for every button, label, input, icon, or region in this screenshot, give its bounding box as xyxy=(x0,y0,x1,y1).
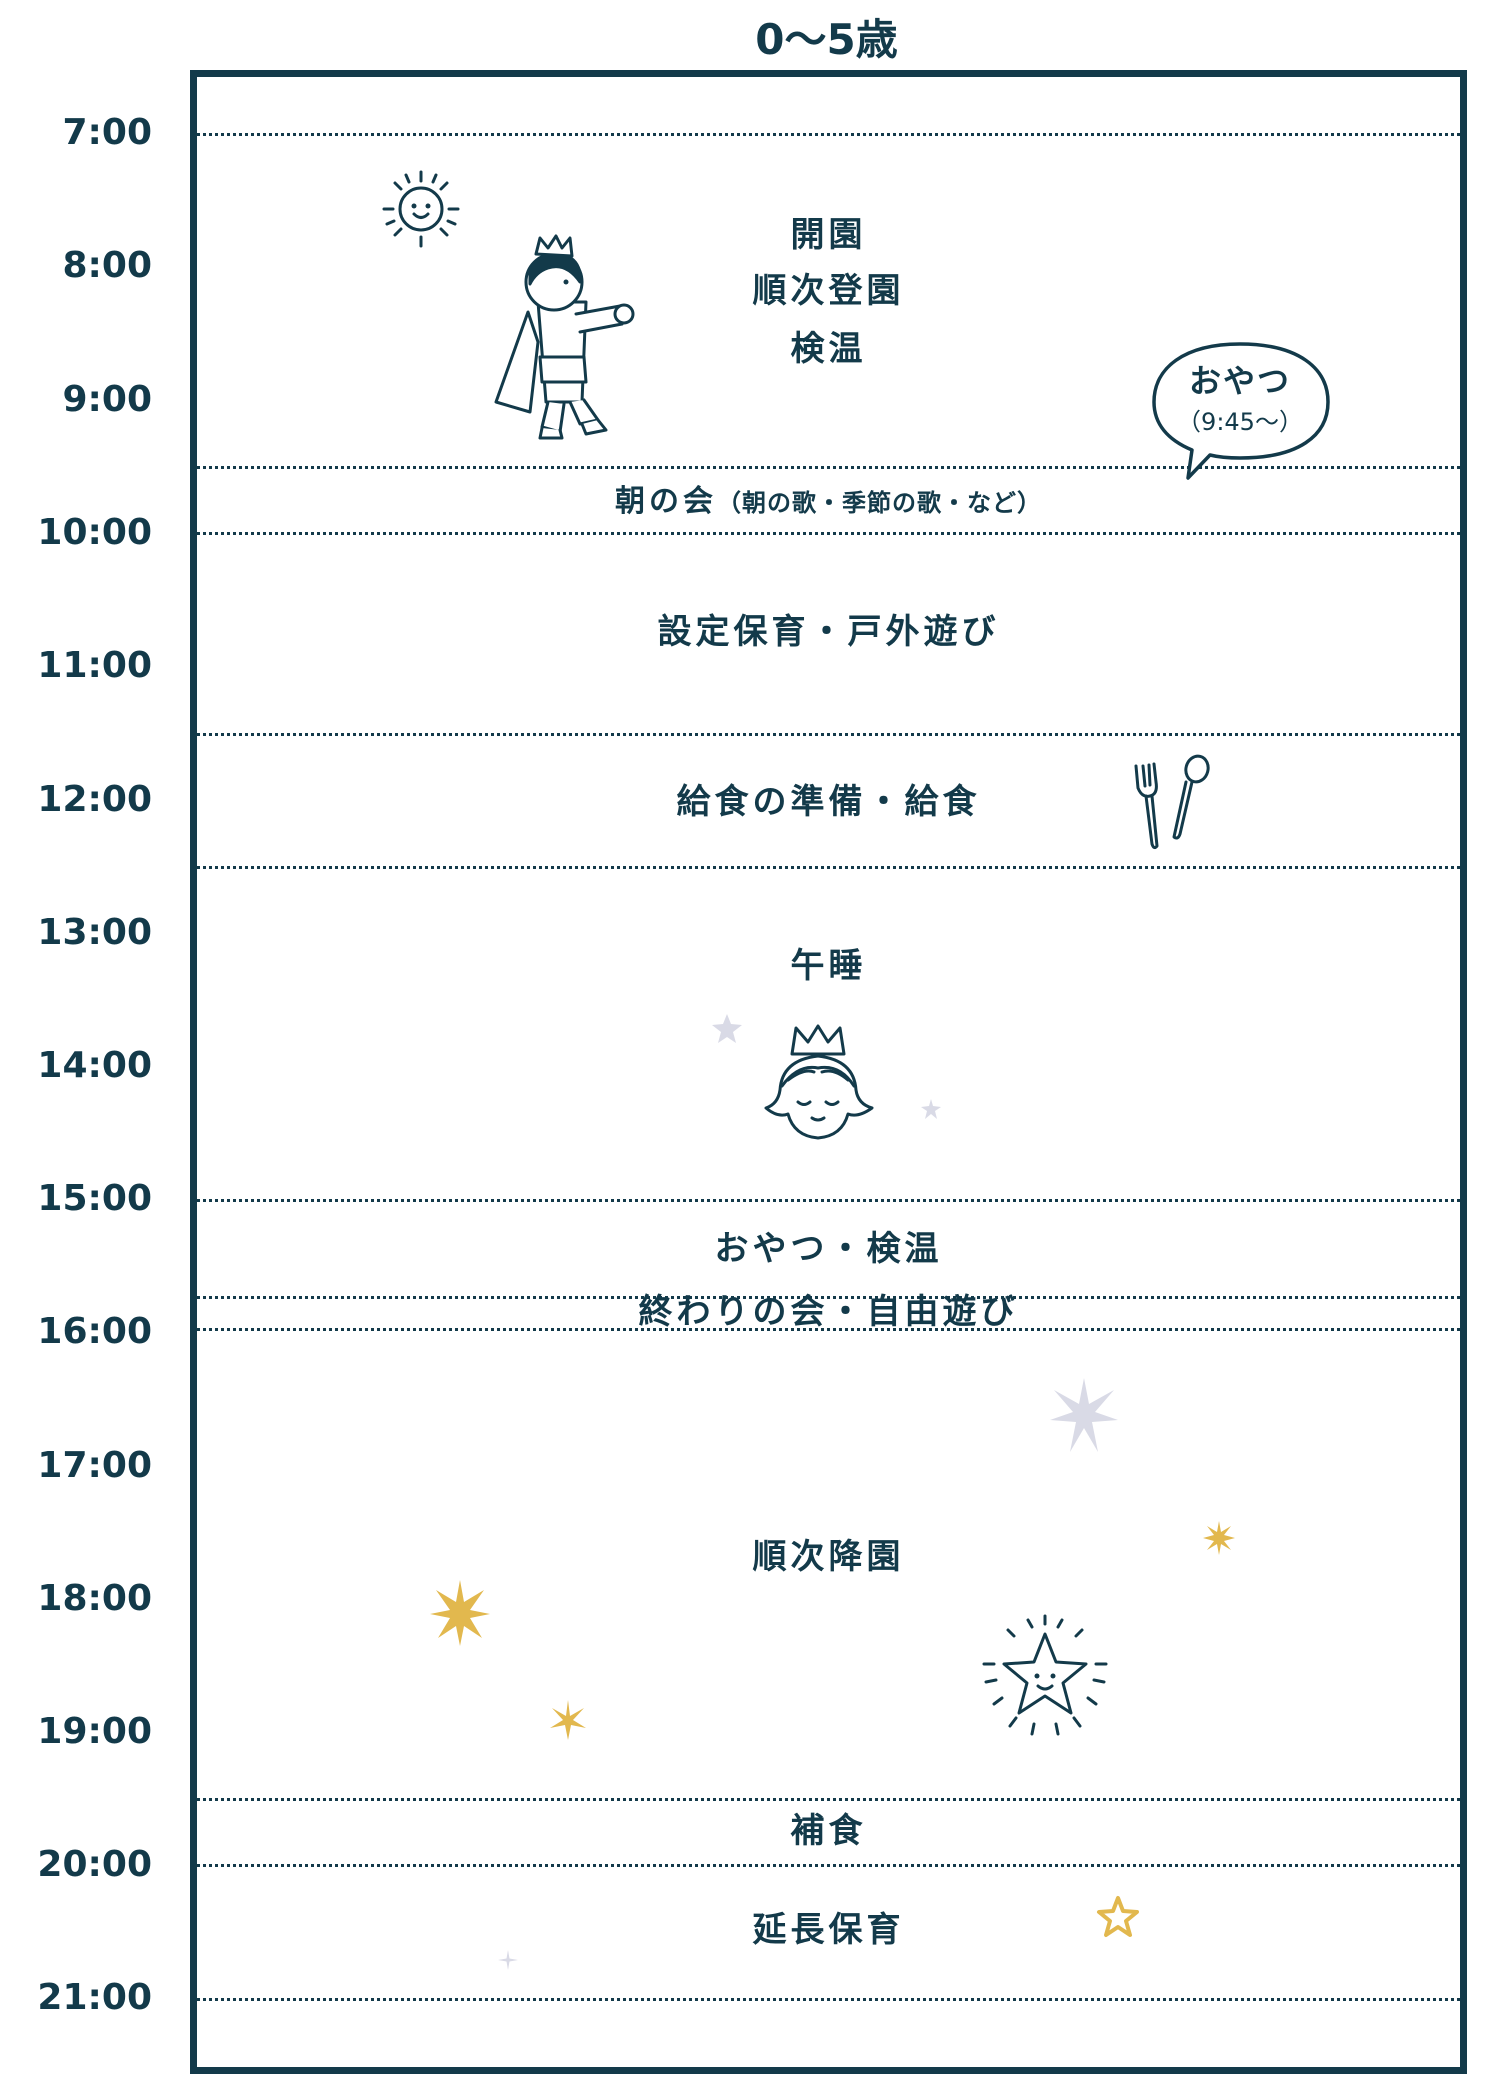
prince-icon xyxy=(494,234,635,440)
sparkle-icon xyxy=(430,1580,490,1646)
fork-icon xyxy=(1134,762,1159,850)
morning-meeting-note: （朝の歌・季節の歌・など） xyxy=(717,489,1042,517)
divider-line xyxy=(197,1864,1460,1867)
divider-line xyxy=(197,733,1460,736)
sparkle-icon xyxy=(921,1099,941,1119)
time-label: 7:00 xyxy=(62,112,152,153)
princess-icon xyxy=(764,1024,874,1140)
time-label: 11:00 xyxy=(37,645,152,686)
divider-line xyxy=(197,1798,1460,1801)
spoon-icon xyxy=(1172,754,1210,840)
activity-supplement: 補食 xyxy=(790,1811,867,1851)
activity-closing: 終わりの会・自由遊び xyxy=(638,1292,1019,1332)
divider-line xyxy=(197,1328,1460,1331)
activity-open: 開園 xyxy=(790,215,867,255)
time-label: 15:00 xyxy=(37,1178,152,1219)
activity-morning-meeting: 朝の会（朝の歌・季節の歌・など） xyxy=(197,472,1460,531)
activity-extended: 延長保育 xyxy=(752,1910,905,1950)
divider-line xyxy=(197,1998,1460,2001)
activity-temperature: 検温 xyxy=(790,329,867,369)
activity-outdoor: 設定保育・戸外遊び xyxy=(657,612,1000,652)
time-label: 20:00 xyxy=(37,1844,152,1885)
divider-line xyxy=(197,466,1460,469)
page-title: 0〜5歳 xyxy=(755,15,898,64)
time-label: 13:00 xyxy=(37,912,152,953)
bubble-label: おやつ xyxy=(1188,362,1291,400)
divider-line xyxy=(197,1199,1460,1202)
time-label: 12:00 xyxy=(37,779,152,820)
time-label: 10:00 xyxy=(37,512,152,553)
morning-meeting-label: 朝の会 xyxy=(615,484,717,519)
divider-line xyxy=(197,532,1460,535)
time-label: 18:00 xyxy=(37,1578,152,1619)
schedule-frame xyxy=(190,70,1467,2074)
bubble-time: （9:45〜） xyxy=(1177,408,1303,436)
speech-bubble-icon xyxy=(1152,342,1330,480)
sun-icon xyxy=(382,170,460,248)
time-label: 19:00 xyxy=(37,1711,152,1752)
activity-pickup: 順次降園 xyxy=(752,1537,905,1577)
divider-line xyxy=(197,133,1460,136)
time-label: 8:00 xyxy=(62,245,152,286)
sparkle-icon xyxy=(1203,1521,1235,1555)
time-label: 21:00 xyxy=(37,1977,152,2018)
activity-arrival: 順次登園 xyxy=(752,271,905,311)
time-label: 16:00 xyxy=(37,1311,152,1352)
activity-lunch: 給食の準備・給食 xyxy=(676,782,981,822)
sparkle-icon xyxy=(550,1700,586,1740)
sparkle-icon xyxy=(1050,1378,1118,1452)
time-label: 9:00 xyxy=(62,379,152,420)
sparkle-icon xyxy=(498,1950,518,1970)
time-label: 17:00 xyxy=(37,1445,152,1486)
star-outline-icon xyxy=(1097,1896,1139,1937)
time-label: 14:00 xyxy=(37,1045,152,1086)
star-face-icon xyxy=(982,1614,1108,1736)
activity-nap: 午睡 xyxy=(790,946,867,986)
divider-line xyxy=(197,866,1460,869)
divider-line xyxy=(197,1296,1460,1299)
activity-snack-pm: おやつ・検温 xyxy=(714,1229,943,1269)
sparkle-icon xyxy=(712,1014,742,1043)
